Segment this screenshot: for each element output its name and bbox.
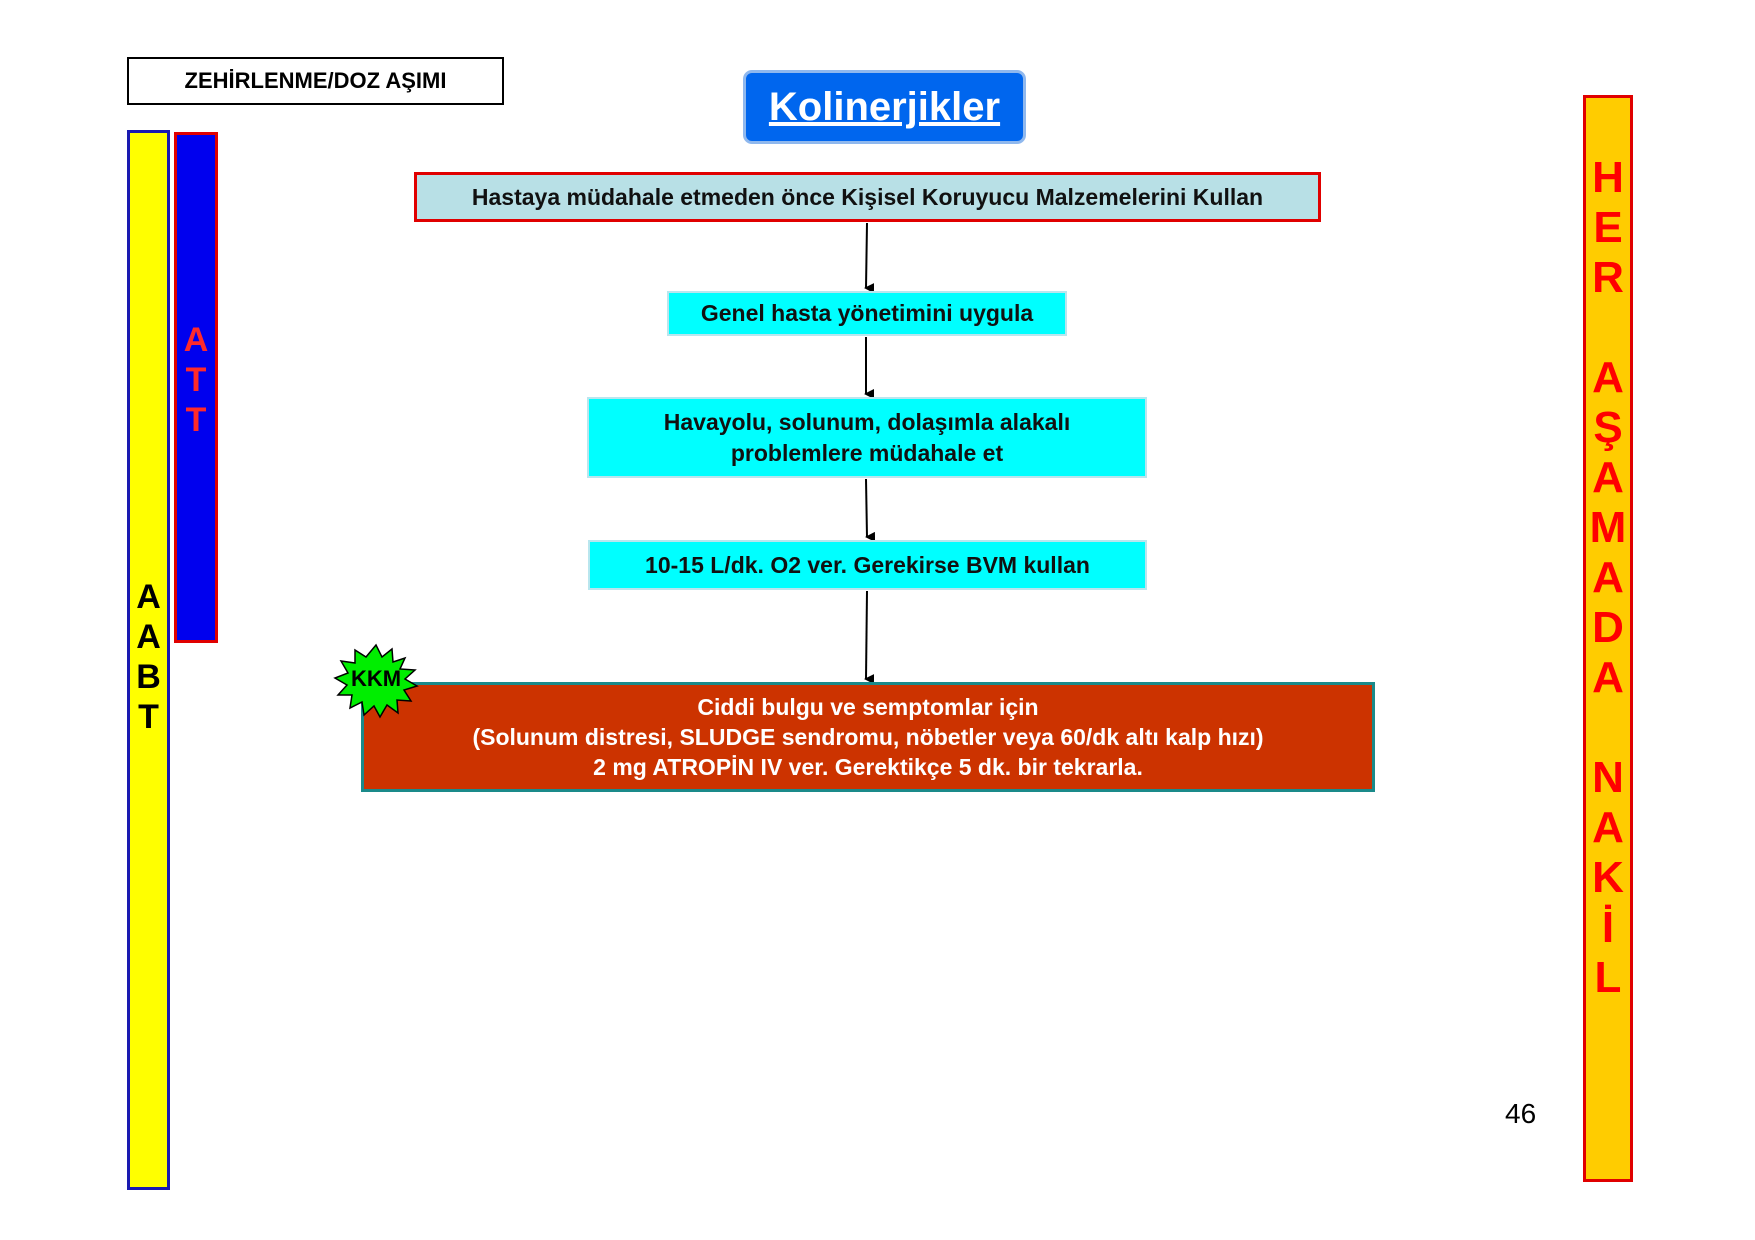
- flow-step-abc-line1: Havayolu, solunum, dolaşımla alakalı: [663, 408, 1071, 435]
- flow-step-atropine: Ciddi bulgu ve semptomlar için (Solunum …: [361, 682, 1375, 792]
- page-title: Kolinerjikler: [768, 84, 1001, 129]
- connector-arrow: [864, 222, 875, 294]
- nakil-letter: A: [1592, 803, 1624, 852]
- att-bar: A T T: [174, 132, 218, 643]
- flow-step-ppe: Hastaya müdahale etmeden önce Kişisel Ko…: [414, 172, 1321, 222]
- abt-letter: A: [136, 618, 161, 656]
- section-label: ZEHİRLENME/DOZ AŞIMI: [127, 57, 504, 105]
- flow-step-general-management: Genel hasta yönetimini uygula: [667, 291, 1067, 336]
- nakil-letter: A: [1592, 453, 1624, 502]
- abt-letter: A: [136, 578, 161, 616]
- nakil-letter: E: [1593, 203, 1623, 252]
- abt-letter: T: [138, 698, 159, 736]
- her-asamada-nakil-bar: H E R A Ş A M A D A N A K İ L: [1583, 95, 1633, 1182]
- nakil-letter: H: [1592, 153, 1624, 202]
- nakil-letter: İ: [1601, 903, 1615, 952]
- nakil-letter: A: [1592, 553, 1624, 602]
- nakil-letter: D: [1592, 603, 1624, 652]
- nakil-letter: R: [1592, 253, 1624, 302]
- flow-step-oxygen: 10-15 L/dk. O2 ver. Gerekirse BVM kullan: [588, 540, 1147, 590]
- page-number: 46: [1505, 1098, 1537, 1129]
- abt-letter: B: [136, 658, 161, 696]
- nakil-letter: L: [1594, 953, 1622, 1002]
- kkm-badge: KKM: [333, 643, 419, 719]
- nakil-letter: M: [1589, 503, 1627, 552]
- att-letter: T: [185, 401, 207, 439]
- starburst-icon: [333, 643, 419, 719]
- atropine-line1: Ciddi bulgu ve semptomlar için: [697, 694, 1039, 720]
- att-letter: A: [183, 321, 209, 359]
- atropine-line2: (Solunum distresi, SLUDGE sendromu, nöbe…: [472, 724, 1264, 750]
- nakil-letter: N: [1592, 753, 1624, 802]
- connector-arrow: [865, 478, 876, 542]
- att-letter: T: [185, 361, 207, 399]
- title-box: Kolinerjikler: [743, 70, 1026, 144]
- nakil-letter: Ş: [1593, 403, 1623, 452]
- flow-step-abc: Havayolu, solunum, dolaşımla alakalı pro…: [587, 397, 1147, 478]
- nakil-letter: A: [1592, 353, 1624, 402]
- atropine-line3: 2 mg ATROPİN IV ver. Gerektikçe 5 dk. bi…: [593, 754, 1143, 780]
- nakil-letter: A: [1592, 653, 1624, 702]
- nakil-letter: K: [1592, 853, 1624, 902]
- flow-step-abc-line2: problemlere müdahale et: [730, 439, 1004, 466]
- connector-arrow: [864, 590, 875, 685]
- kkm-badge-label: KKM: [351, 666, 401, 691]
- abt-bar: A A B T: [127, 130, 170, 1190]
